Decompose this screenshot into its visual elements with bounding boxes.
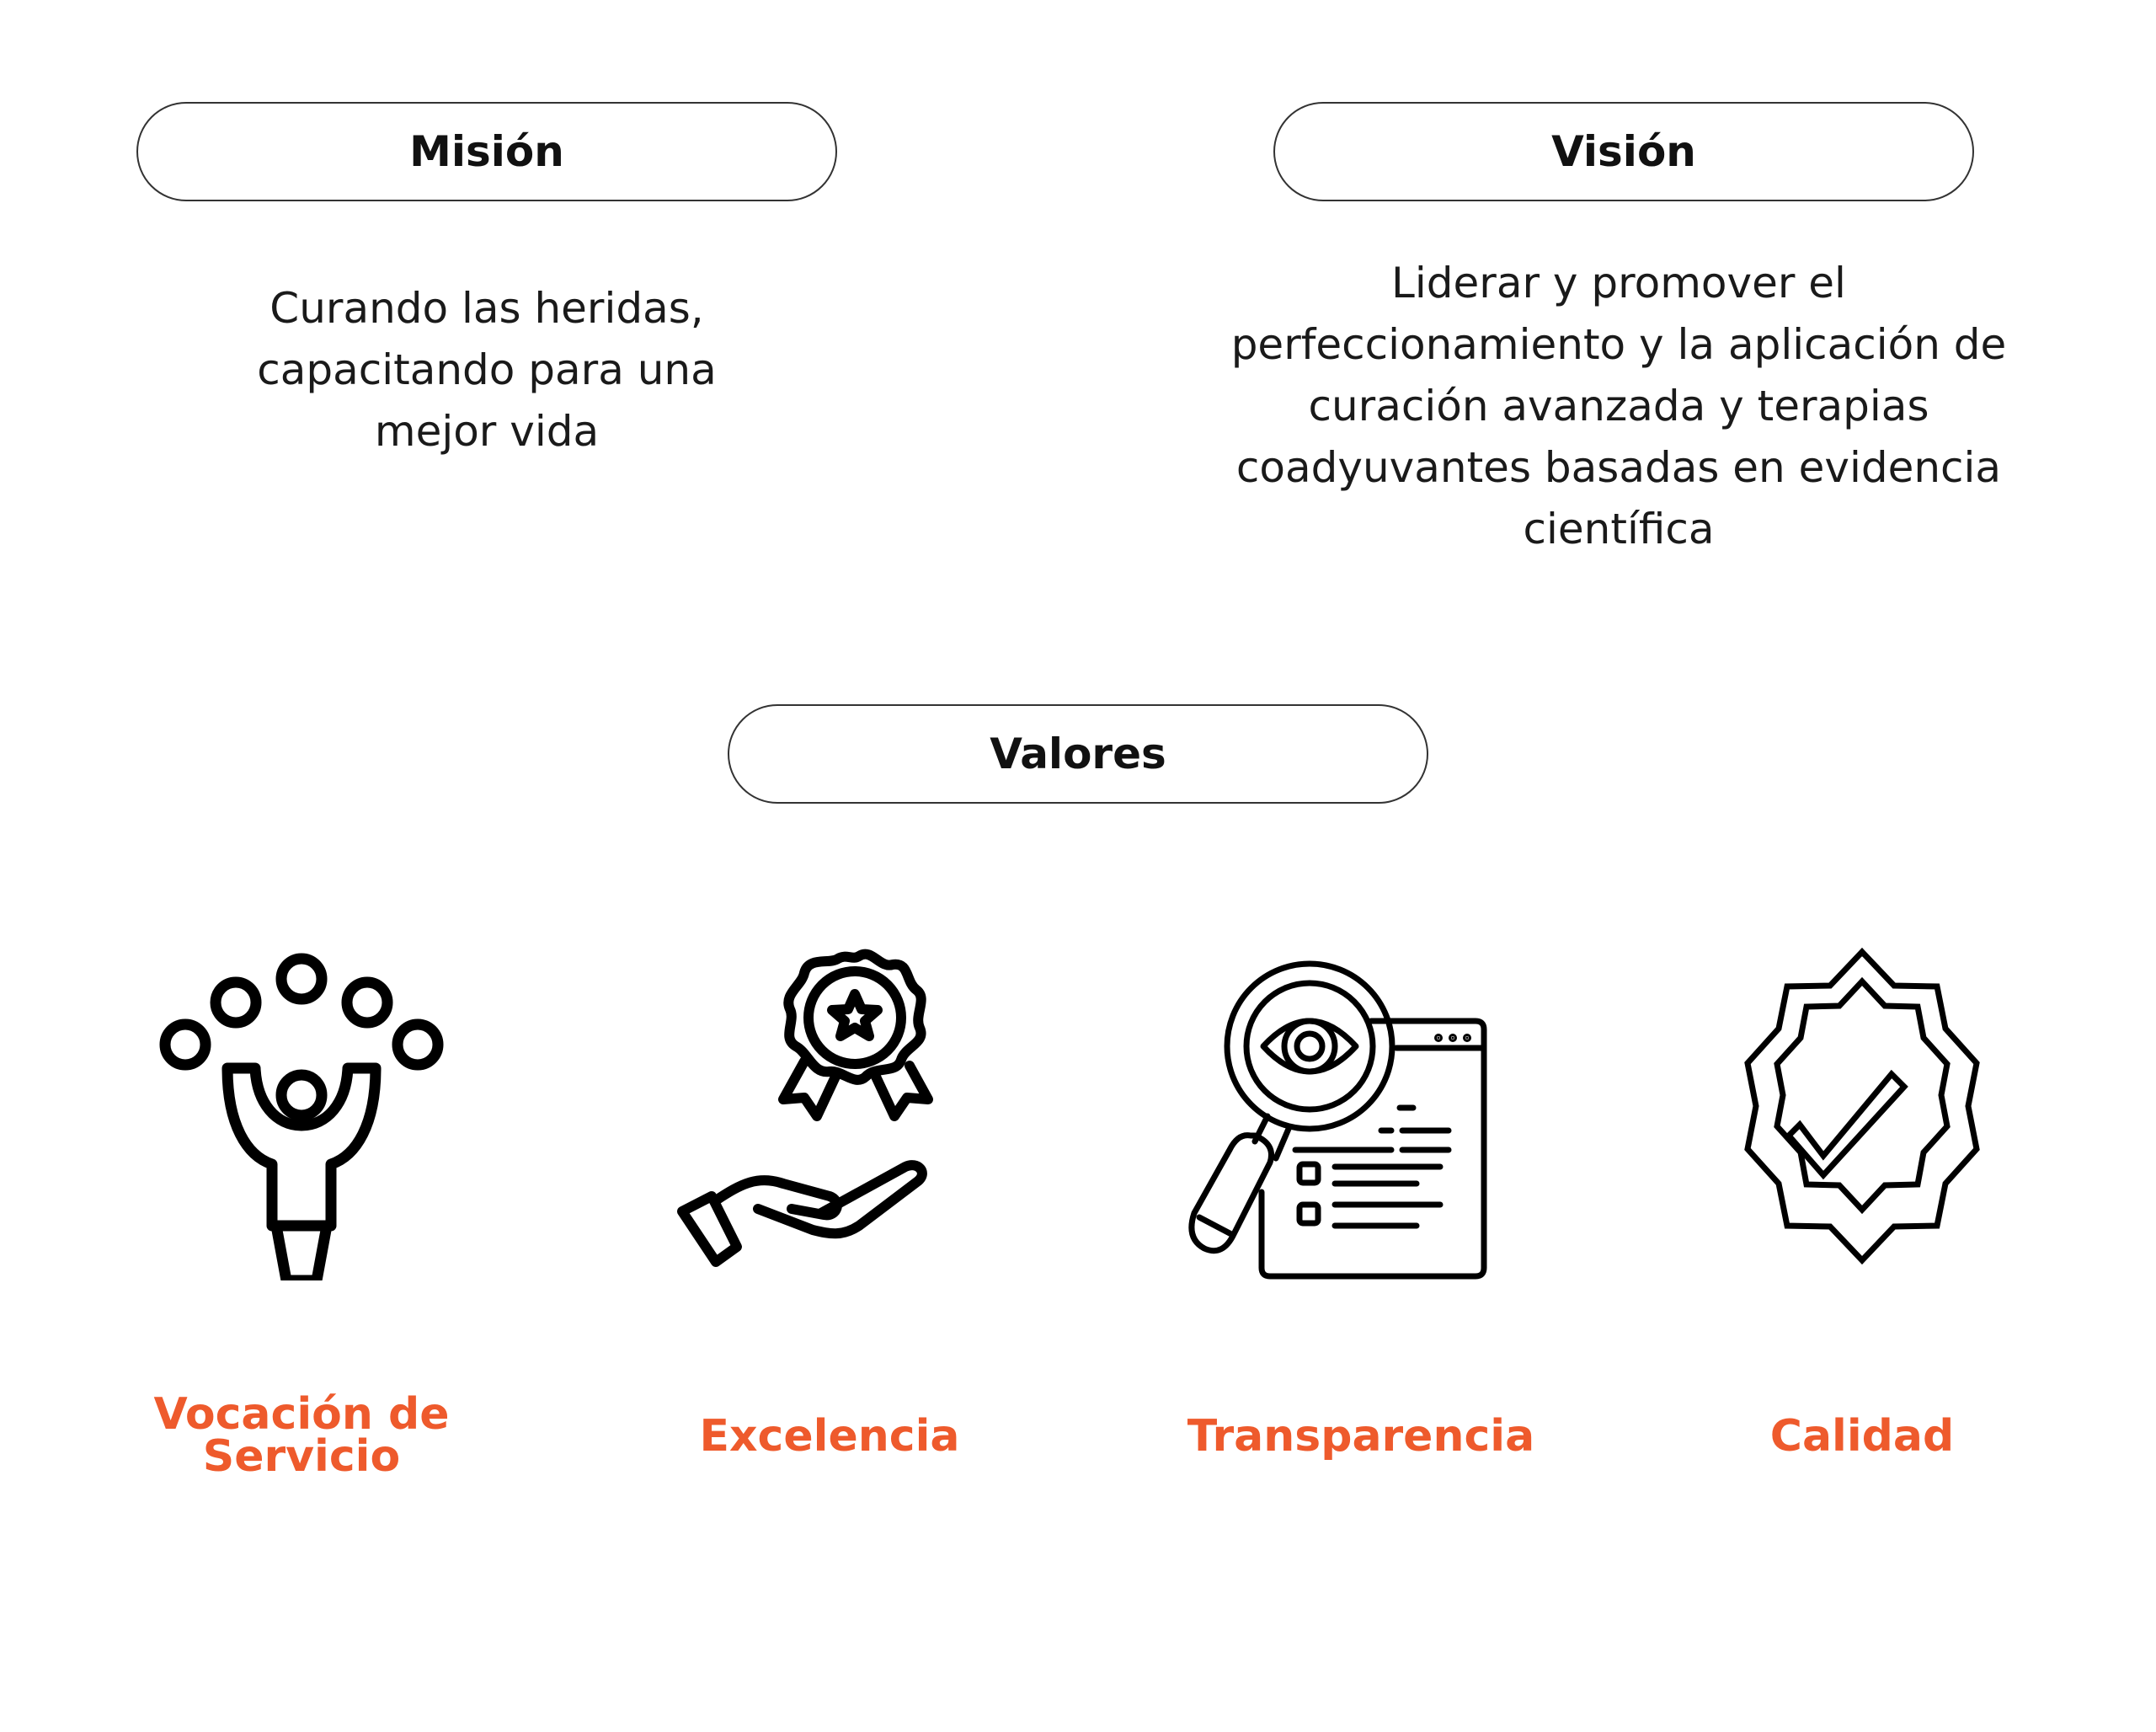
- mision-text: Curando las heridas, capacitando para un…: [257, 284, 717, 456]
- mision-heading: Misión: [136, 102, 837, 201]
- juggler-person-icon: [159, 953, 444, 1280]
- vision-text: Liderar y promover el perfeccionamiento …: [1230, 259, 2007, 553]
- valor-label-excelencia: Excelencia: [699, 1411, 960, 1462]
- valor-label-transparencia: Transparencia: [1187, 1411, 1535, 1462]
- valor-label-vocacion: Vocación de Servicio: [153, 1389, 450, 1482]
- magnifier-eye-document-icon: [1188, 960, 1487, 1280]
- valor-label-calidad: Calidad: [1769, 1411, 1955, 1462]
- hand-award-icon: [677, 949, 933, 1267]
- vision-heading: Visión: [1273, 102, 1974, 201]
- valores-heading: Valores: [728, 704, 1428, 804]
- check-badge-icon: [1744, 947, 1980, 1265]
